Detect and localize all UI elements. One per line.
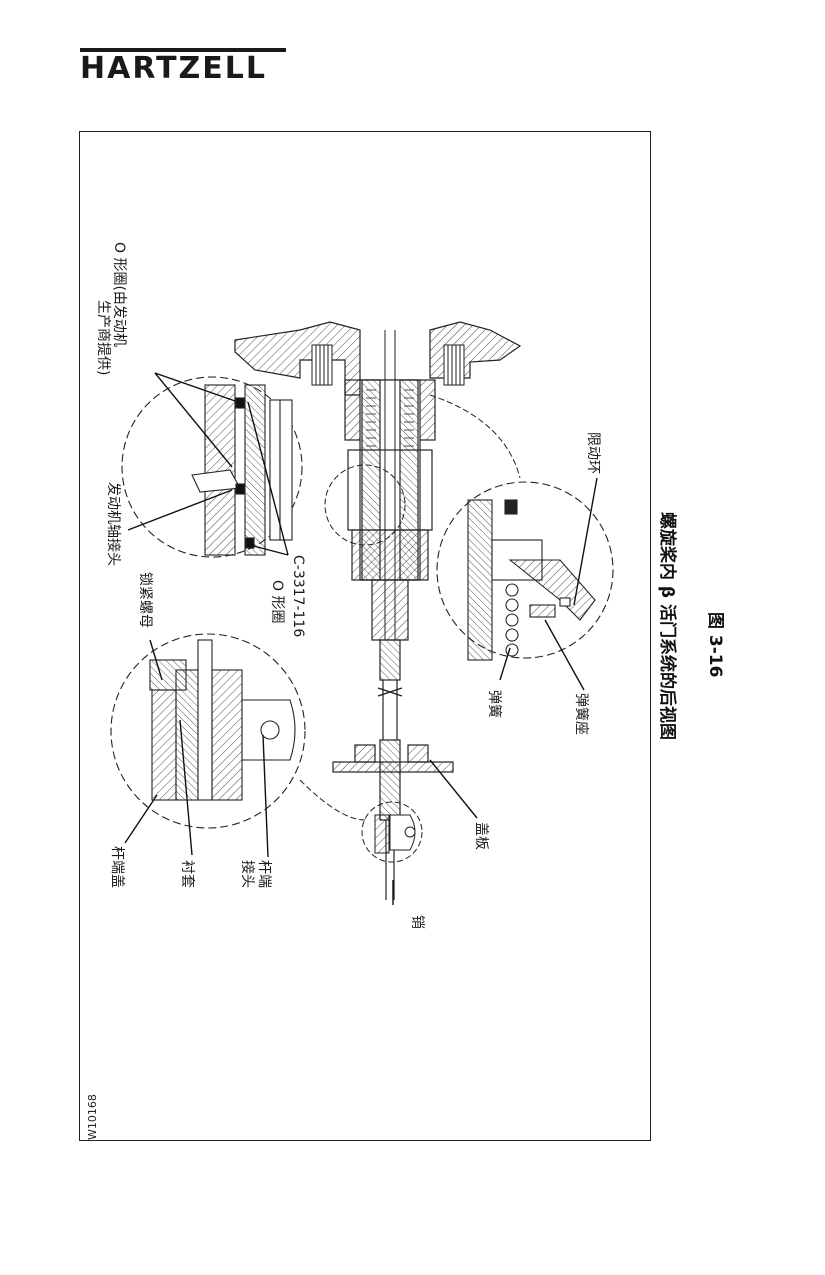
label-stop-ring: 限动环 (585, 432, 601, 474)
leader-arc-lower (299, 779, 366, 821)
label-bushing: 衬套 (179, 860, 195, 888)
flange-bolts (311, 344, 465, 386)
label-o-ring-second: O 形圈 (269, 580, 285, 624)
label-rod-end-cap: 杆端盖 (109, 846, 125, 888)
leader-arc-right (429, 394, 521, 479)
drawing-code: W10168 (86, 1094, 99, 1140)
label-part-number: C-3317-116 (290, 555, 306, 638)
figure-frame (79, 131, 651, 1141)
spring-seat-detail (436, 481, 614, 661)
label-engine-shaft-adapter: 发动机轴接头 (105, 482, 121, 566)
pin-detail (361, 801, 423, 863)
label-rod-end-joint-2: 接头 (239, 860, 255, 888)
logo-bar (80, 48, 286, 52)
brand-logo: HARTZELL (80, 48, 286, 86)
rod-end-detail (110, 633, 306, 829)
label-cover-plate: 盖板 (473, 822, 489, 850)
logo-text: HARTZELL (80, 51, 268, 86)
label-spring: 弹簧 (486, 690, 502, 718)
label-o-ring-2: 生产商提供) (95, 300, 111, 376)
figure-number: 图 3-16 (705, 612, 725, 678)
label-pin: 销 (409, 915, 425, 929)
shaft-adapter-detail (121, 376, 303, 558)
cover-plate (332, 744, 454, 773)
leader-lines (124, 372, 598, 905)
label-lock-nut: 锁紧螺母 (137, 572, 153, 628)
label-rod-end-joint-1: 杆端 (256, 860, 272, 888)
mid-detail-ring (324, 464, 406, 546)
spring-coils (366, 389, 414, 447)
label-spring-seat: 弹簧座 (573, 693, 589, 735)
figure-title: 螺旋桨内 β 活门系统的后视图 (657, 512, 677, 741)
